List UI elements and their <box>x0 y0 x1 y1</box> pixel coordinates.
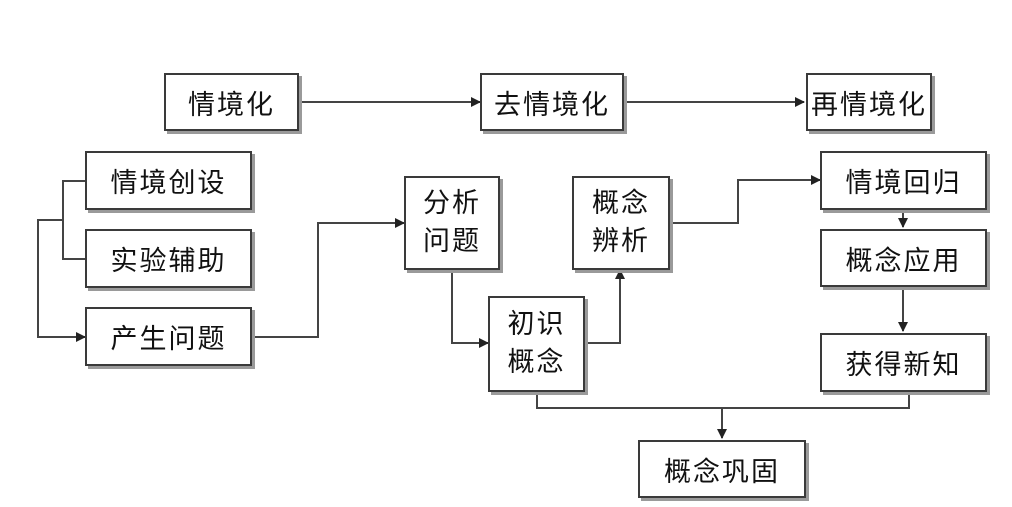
arrow-problem-to-analyze <box>252 218 405 338</box>
step-analyze-line-1: 分析 <box>423 188 481 219</box>
step-raise-problem: 产生问题 <box>85 307 252 366</box>
stage-recontextualization: 再情境化 <box>806 73 932 131</box>
step-experiment-assist: 实验辅助 <box>85 229 252 288</box>
step-distinguish-line-2: 辨析 <box>592 226 650 257</box>
arrow-identify-to-distinguish <box>585 269 625 344</box>
line-identify-down <box>536 392 910 409</box>
step-analyze-line-2: 问题 <box>423 226 481 257</box>
step-return-situation: 情境回归 <box>820 151 987 210</box>
step-gain-knowledge: 获得新知 <box>820 333 987 392</box>
step-distinguish-concept: 概念 辨析 <box>572 176 670 270</box>
bracket-create-assist <box>62 180 85 260</box>
step-apply-concept: 概念应用 <box>820 229 987 287</box>
arrow-distinguish-to-return <box>670 175 821 224</box>
step-create-situation: 情境创设 <box>85 151 252 210</box>
step-analyze-problem: 分析 问题 <box>404 176 500 270</box>
arrow-bracket-to-problem <box>37 219 86 342</box>
step-consolidate-concept: 概念巩固 <box>638 440 806 498</box>
stage-decontextualization: 去情境化 <box>480 73 624 131</box>
step-identify-line-1: 初识 <box>507 309 566 340</box>
arrow-analyze-to-identify <box>451 270 489 348</box>
step-identify-line-2: 概念 <box>507 347 566 378</box>
step-identify-concept: 初识 概念 <box>488 296 585 392</box>
step-distinguish-line-1: 概念 <box>592 188 650 219</box>
stage-contextualization: 情境化 <box>164 73 299 131</box>
